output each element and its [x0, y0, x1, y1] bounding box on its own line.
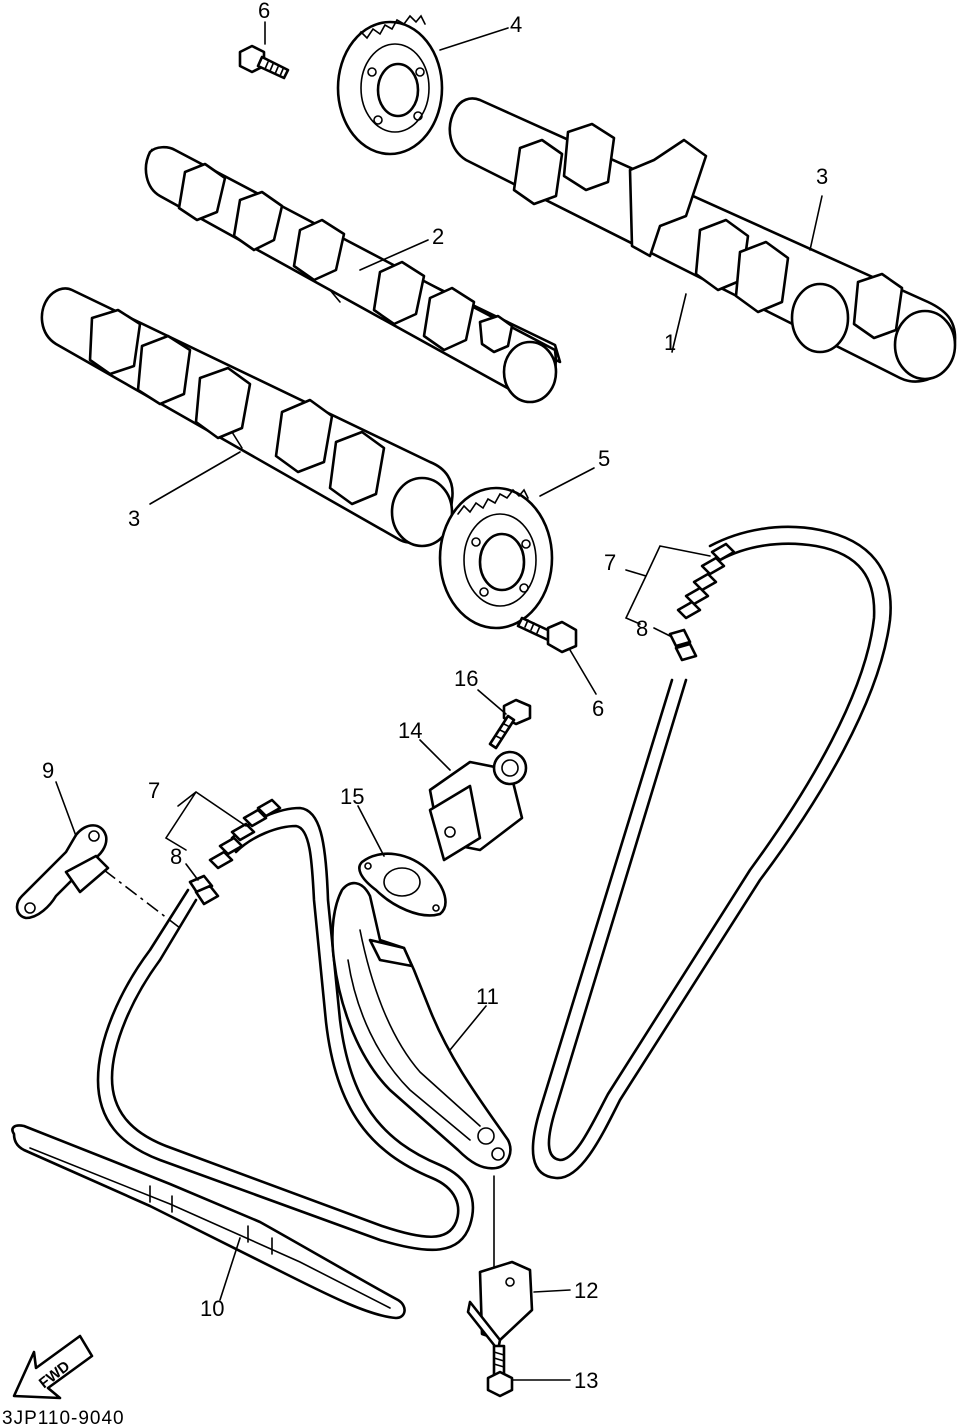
bolt-6-top[interactable]	[238, 44, 290, 80]
callout-7-left: 7	[148, 778, 160, 803]
forward-arrow-icon: FWD	[12, 1334, 94, 1400]
chain-joint-8-left[interactable]	[188, 874, 220, 906]
cam-sprocket-5[interactable]	[438, 486, 554, 630]
camshaft-3-right[interactable]	[448, 97, 957, 383]
bracket-9-leader	[103, 869, 181, 929]
camshaft-3-left[interactable]	[40, 287, 454, 548]
cam-chain-right[interactable]	[531, 525, 892, 1180]
callout-12: 12	[574, 1278, 598, 1303]
callout-1: 1	[664, 330, 676, 355]
bolt-13[interactable]	[486, 1344, 514, 1398]
bracket-12[interactable]	[466, 1260, 534, 1352]
cam-chain-tensioner-14[interactable]	[428, 750, 528, 862]
camshaft-2[interactable]	[144, 145, 562, 404]
gasket-15[interactable]	[358, 852, 447, 917]
callout-4: 4	[510, 12, 522, 37]
chain-guide-11[interactable]	[331, 881, 512, 1170]
callout-3-right: 3	[816, 164, 828, 189]
callout-10: 10	[200, 1296, 224, 1321]
callout-8-left: 8	[170, 844, 182, 869]
cam-sprocket-4[interactable]	[336, 14, 444, 156]
callout-labels: 6 4 3 2 1 3 5 7 8 6 16 14 15 9 7 8 11 10…	[2, 0, 828, 1428]
callout-9: 9	[42, 758, 54, 783]
bolt-6-bottom[interactable]	[516, 616, 578, 654]
bracket-9[interactable]	[15, 824, 110, 920]
callout-3-left: 3	[128, 506, 140, 531]
callout-15: 15	[340, 784, 364, 809]
chain-joint-8-right[interactable]	[668, 628, 698, 662]
callout-leaders	[55, 21, 823, 1381]
callout-13: 13	[574, 1368, 598, 1393]
callout-6-top: 6	[258, 0, 270, 23]
chain-guide-10[interactable]	[11, 1124, 406, 1320]
cam-chain-left[interactable]	[96, 798, 475, 1252]
callout-11: 11	[476, 984, 499, 1009]
callout-6-bottom: 6	[592, 696, 604, 721]
callout-5: 5	[598, 446, 610, 471]
callout-7-right: 7	[604, 550, 616, 575]
diagram-code: 3JP110-9040	[2, 1408, 125, 1428]
bolt-16[interactable]	[488, 698, 532, 750]
callout-16: 16	[454, 666, 478, 691]
callout-14: 14	[398, 718, 422, 743]
callout-2: 2	[432, 224, 444, 249]
callout-8-right: 8	[636, 616, 648, 641]
